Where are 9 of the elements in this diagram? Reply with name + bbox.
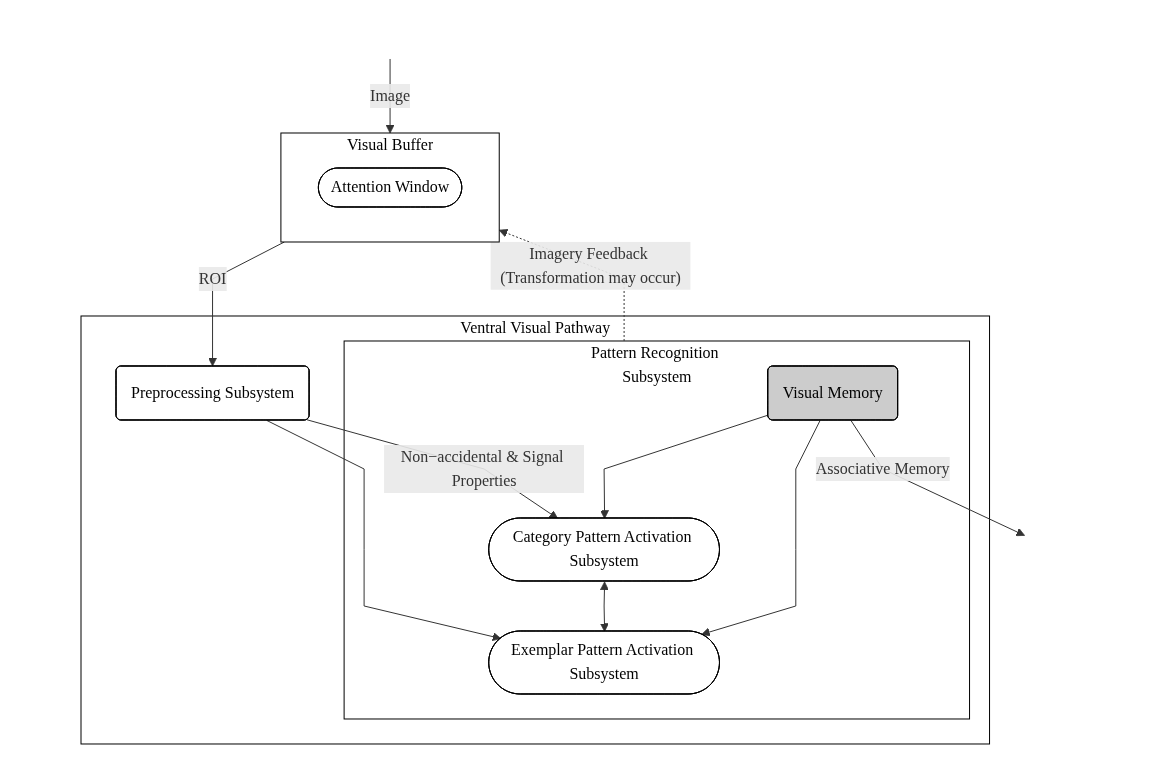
arrow: [600, 581, 610, 632]
arrow: [600, 414, 769, 519]
arrow: [701, 419, 821, 636]
edge-label: Image: [370, 86, 411, 104]
edge-label: Associative Memory: [816, 459, 950, 477]
arrow: [266, 419, 502, 641]
edge-label: ROI: [198, 269, 227, 287]
edge-label: Imagery Feedback (Transformation may occur): [500, 244, 682, 286]
edge-label: Non−accidental & Signal Properties: [400, 447, 564, 489]
